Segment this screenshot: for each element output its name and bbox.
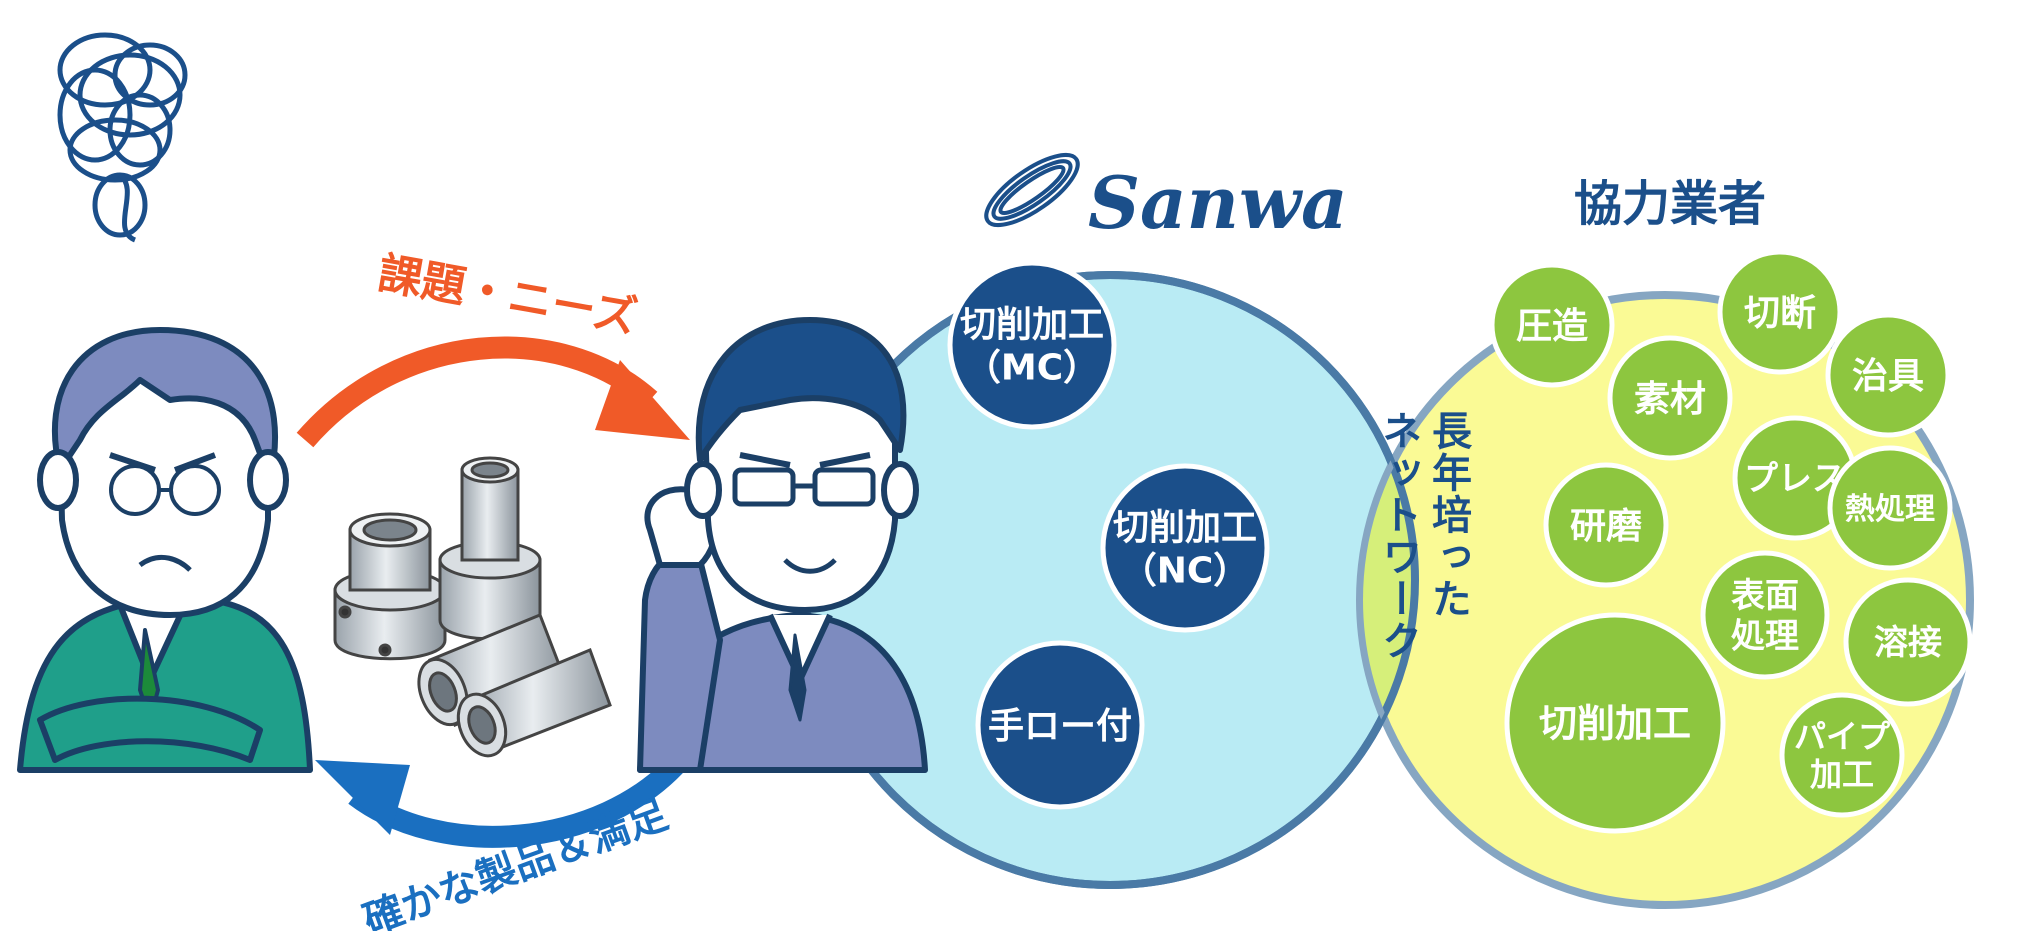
partner-service-bubble-5: 研磨 [1543, 462, 1669, 588]
partner-service-bubble-2: 素材 [1607, 335, 1733, 461]
partner-service-bubble-label: 素材 [1634, 379, 1706, 420]
partner-service-bubble-4: プレス [1732, 415, 1858, 541]
partner-service-bubble-9: 切削加工 [1504, 612, 1726, 834]
sanwa-logo-text: Sanwa [1088, 160, 1348, 245]
partner-service-bubble-label: 溶接 [1874, 623, 1942, 663]
partner-service-bubble-label: 処理 [1731, 617, 1799, 657]
partner-service-bubble-circle [1607, 335, 1733, 461]
partner-service-bubble-1: 切断 [1717, 249, 1843, 375]
client-person-icon [17, 327, 313, 773]
sanwa-service-bubble-circle [947, 260, 1117, 430]
partner-service-bubble-6: 熱処理 [1827, 445, 1953, 571]
network-text: 長年培った ネットワーク [1375, 410, 1472, 662]
partner-service-bubble-circle [1779, 692, 1905, 818]
sanwa-service-bubble-circle [1100, 463, 1270, 633]
partners-title: 協力業者 [1574, 176, 1766, 232]
sanwa-service-bubble-1: 切削加工（NC） [1100, 463, 1270, 633]
partner-service-bubble-label: プレス [1744, 459, 1846, 499]
partner-service-bubble-circle [1827, 445, 1953, 571]
partner-service-bubble-label: 切削加工 [1539, 702, 1691, 746]
sanwa-service-bubble-label: （NC） [1121, 551, 1250, 592]
sanwa-service-bubble-label: 切削加工 [960, 304, 1104, 345]
sanwa-services: 切削加工（MC）切削加工（NC）手ロー付 [947, 260, 1270, 810]
needs-arrow [296, 336, 690, 448]
partner-service-bubble-circle [1504, 612, 1726, 834]
partner-service-bubble-circle [1825, 312, 1951, 438]
machined-parts-icon [333, 456, 612, 758]
partner-service-bubble-circle [1543, 462, 1669, 588]
partner-service-bubble-circle [1489, 262, 1615, 388]
sanwa-service-bubble-label: 切削加工 [1113, 507, 1257, 548]
sanwa-logo: Sanwa [984, 152, 1348, 245]
sanwa-service-bubble-label: （MC） [965, 348, 1099, 389]
partner-service-bubble-label: 熱処理 [1845, 492, 1935, 527]
delivery-arrow [315, 752, 689, 848]
partner-service-bubble-label: 研磨 [1570, 506, 1642, 547]
needs-label: 課題・ニーズ [374, 248, 641, 344]
partner-service-bubble-label: パイプ [1794, 717, 1891, 755]
sanwa-ring-icon [984, 152, 1080, 228]
partner-service-bubble-0: 圧造 [1489, 262, 1615, 388]
partner-service-bubble-circle [1843, 577, 1973, 707]
partner-service-bubble-label: 圧造 [1516, 306, 1588, 347]
partner-service-bubble-3: 治具 [1825, 312, 1951, 438]
sanwa-service-bubble-label: 手ロー付 [988, 706, 1132, 747]
partner-service-bubble-circle [1700, 550, 1830, 680]
partner-service-bubble-label: 表面 [1731, 576, 1799, 616]
partner-services: 圧造切断素材治具プレス研磨熱処理表面処理溶接切削加工パイプ加工 [1489, 249, 1973, 834]
partner-service-bubble-label: 加工 [1810, 756, 1874, 794]
partner-service-bubble-label: 切断 [1744, 293, 1816, 334]
network-text-line1: 長年培った [1425, 410, 1472, 620]
worry-tangle-icon [57, 32, 188, 243]
sanwa-staff-person-icon [637, 317, 928, 773]
partner-service-bubble-label: 治具 [1852, 356, 1924, 397]
sanwa-service-bubble-circle [975, 640, 1145, 810]
partner-service-bubble-circle [1717, 249, 1843, 375]
network-text-line2: ネットワーク [1375, 410, 1421, 662]
sanwa-service-bubble-2: 手ロー付 [975, 640, 1145, 810]
partner-service-bubble-8: 溶接 [1843, 577, 1973, 707]
sanwa-service-bubble-0: 切削加工（MC） [947, 260, 1117, 430]
